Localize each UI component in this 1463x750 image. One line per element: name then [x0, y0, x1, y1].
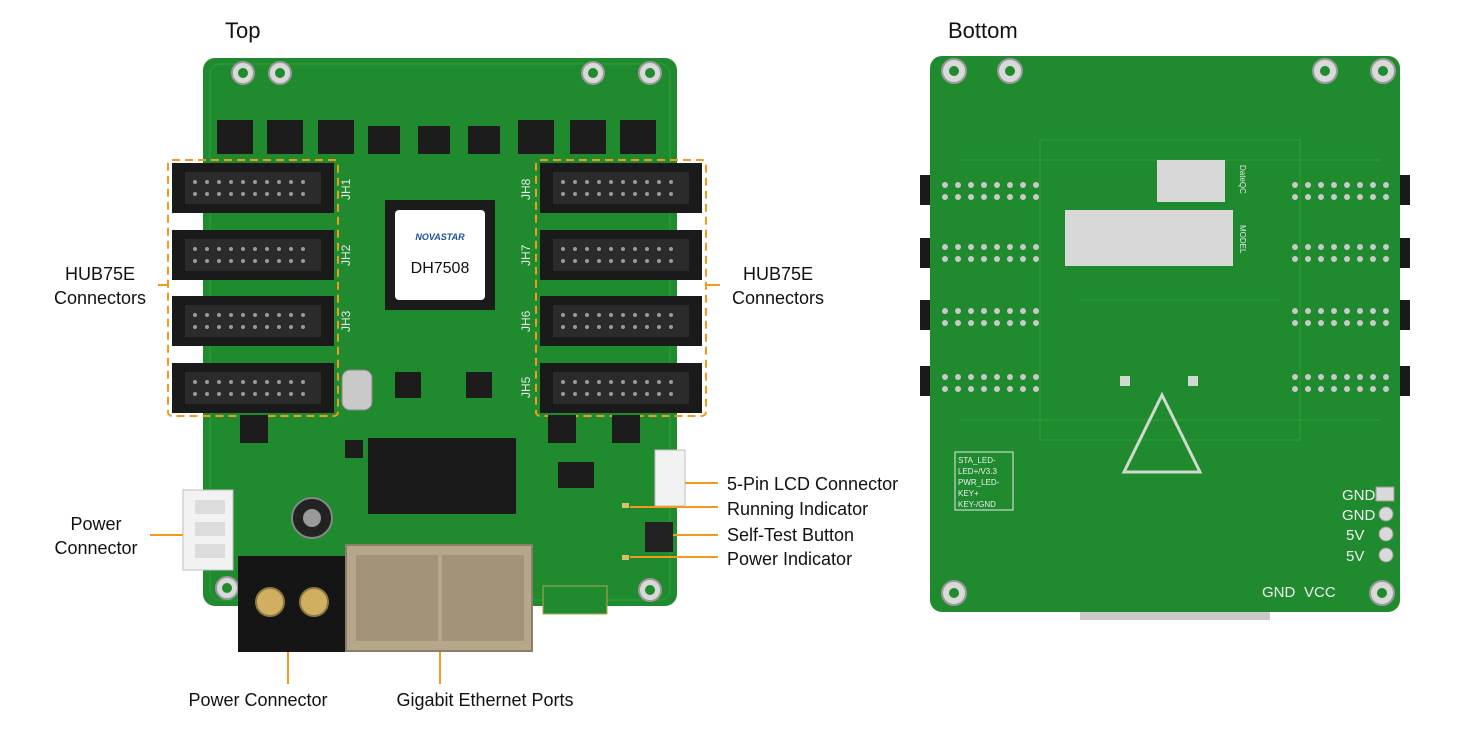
label-hub75e-left-line1: HUB75E [64, 264, 136, 284]
hub75e-left-group [172, 163, 334, 413]
silk-sta-led: STA_LED- [958, 456, 996, 465]
label-hub75e-right-line2: Connectors [731, 288, 825, 308]
lcd-connector [654, 449, 686, 507]
label-power-connector-side: Power Connector [38, 512, 154, 560]
silk-led-v33: LED+/V3.3 [958, 467, 997, 476]
pin-label-gnd-2: GND [1342, 507, 1376, 524]
label-hub75e-left-line2: Connectors [53, 288, 147, 308]
sticker-small [1157, 160, 1225, 202]
label-hub75e-left: HUB75E Connectors [40, 262, 160, 310]
label-hub75e-right: HUB75E Connectors [718, 262, 838, 310]
hub75e-callout-outlines [167, 159, 707, 417]
label-power-connector-bottom: Power Connector [188, 690, 328, 710]
mounting-holes-top [215, 61, 662, 602]
connector-id-jh6: JH6 [519, 310, 533, 332]
connector-id-jh1: JH1 [339, 178, 353, 200]
label-hub75e-right-line1: HUB75E [742, 264, 814, 284]
chip-brand-text: NOVASTAR [415, 232, 465, 242]
silk-pwr-led: PWR_LED- [958, 478, 1000, 487]
connector-id-jh5: JH5 [519, 376, 533, 398]
power-led [622, 555, 629, 560]
bottom-pcb [930, 56, 1400, 612]
label-running-indicator: Running Indicator [727, 499, 869, 519]
label-power-connector-side-line2: Connector [54, 538, 138, 558]
esd-warning-symbol [1121, 391, 1203, 474]
label-power-indicator: Power Indicator [727, 549, 853, 569]
pin-label-gnd-1: GND [1342, 487, 1376, 504]
pin-label-5v-2: 5V [1346, 548, 1364, 565]
tag-model: MODEL [1238, 225, 1247, 254]
hub75e-right-group [540, 163, 702, 413]
label-lcd-connector: 5-Pin LCD Connector [727, 474, 899, 494]
tag-dateqc: DateQC [1238, 165, 1247, 194]
bottom-view-title: Bottom [948, 18, 1018, 43]
top-view-title: Top [225, 18, 261, 43]
edge-label-vcc: VCC [1304, 584, 1336, 601]
sticker-large [1065, 210, 1233, 266]
pin-label-5v-1: 5V [1346, 527, 1364, 544]
memory-chip [368, 438, 516, 514]
self-test-button [645, 522, 673, 552]
connector-id-jh7: JH7 [519, 244, 533, 266]
chip-model-text: DH7508 [411, 260, 470, 277]
connector-id-jh2: JH2 [339, 244, 353, 266]
label-ethernet-ports: Gigabit Ethernet Ports [396, 690, 574, 710]
connector-id-jh3: JH3 [339, 310, 353, 332]
running-led [622, 503, 629, 508]
silk-key-gnd: KEY-/GND [958, 500, 996, 509]
callout-lines [150, 284, 720, 684]
silk-key-plus: KEY+ [958, 489, 979, 498]
label-self-test-button: Self-Test Button [727, 525, 855, 545]
edge-label-gnd: GND [1262, 584, 1296, 601]
label-power-connector-side-line1: Power [70, 514, 122, 534]
connector-id-jh8: JH8 [519, 178, 533, 200]
buffer-ics [217, 120, 656, 154]
